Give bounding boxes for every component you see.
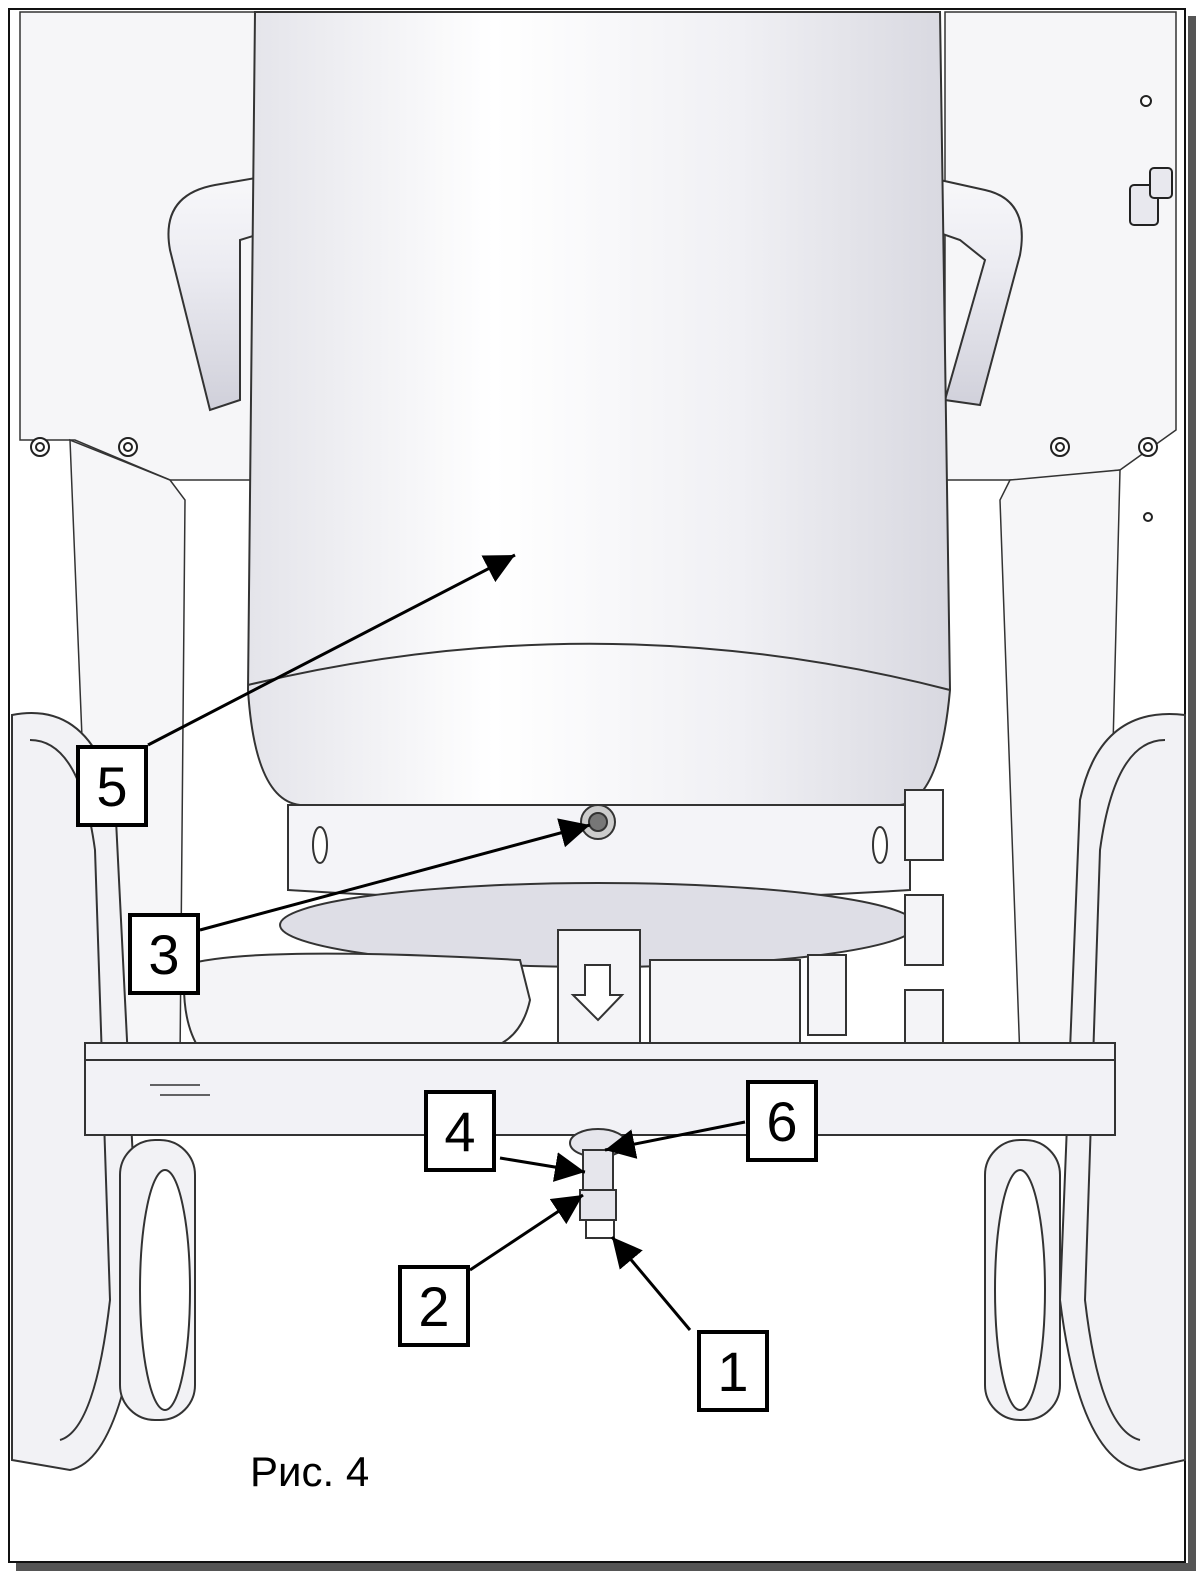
lower-assembly <box>183 789 944 1051</box>
callout-3: 3 <box>128 913 200 995</box>
leader-lines <box>147 553 746 1331</box>
figure-caption: Рис. 4 <box>250 1448 370 1495</box>
tank <box>246 11 952 968</box>
left-wheel <box>11 712 196 1472</box>
right-wheel <box>984 713 1186 1472</box>
callout-4: 4 <box>424 1090 496 1172</box>
bolts <box>30 95 1158 522</box>
callout-2: 2 <box>398 1265 470 1347</box>
frame-shadow-right <box>1188 16 1196 1569</box>
crossbar <box>84 1042 1116 1136</box>
frame-shadow-bottom <box>16 1563 1196 1571</box>
side-frame <box>19 11 1177 1061</box>
top-right-fitting <box>1129 167 1173 226</box>
callout-6: 6 <box>746 1080 818 1162</box>
drain-valve <box>569 1128 627 1239</box>
callout-5: 5 <box>76 745 148 827</box>
callout-1: 1 <box>697 1330 769 1412</box>
